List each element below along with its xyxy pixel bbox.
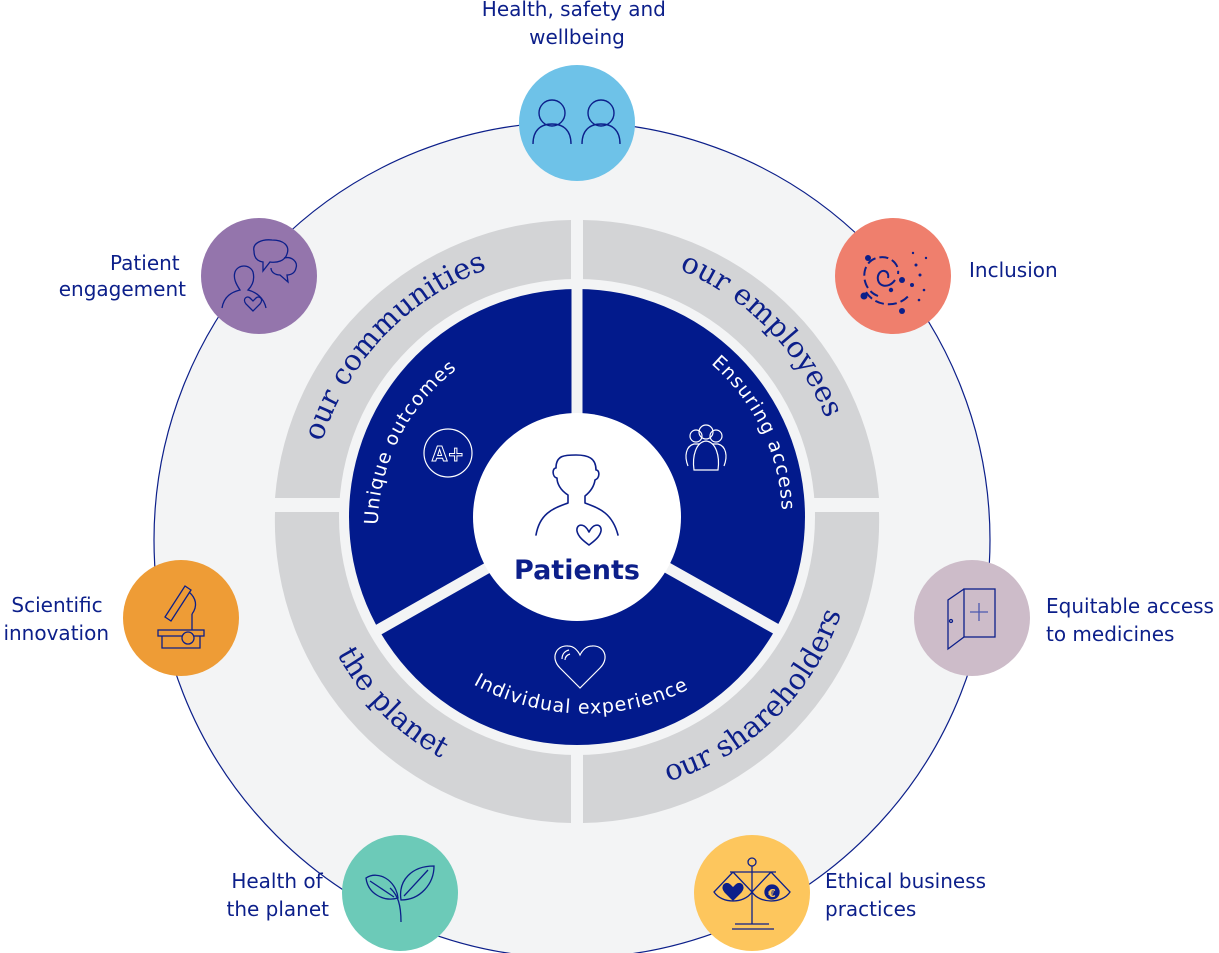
center-disc[interactable] <box>473 413 681 621</box>
spiral-constellation-icon <box>860 251 928 314</box>
patient-heart-icon <box>535 454 619 546</box>
pillar-label: Equitable access to medicines <box>1046 594 1219 646</box>
leaves-icon <box>365 865 435 923</box>
pillar-circle <box>123 560 239 676</box>
person-speech-bubbles-icon <box>221 239 298 312</box>
svg-text:€: € <box>767 887 776 900</box>
pillar-circle <box>835 218 951 334</box>
two-people-icon <box>532 99 621 145</box>
pillar-health-of-planet[interactable]: Health of the planet <box>226 835 458 951</box>
pillar-label: Health, safety and wellbeing <box>482 0 672 49</box>
pillar-patient-engagement[interactable]: Patient engagement <box>59 218 317 334</box>
pillar-circle <box>201 218 317 334</box>
pillar-label: Ethical business practices <box>825 869 992 921</box>
pillar-inclusion[interactable]: Inclusion <box>835 218 1058 334</box>
center-label: Patients <box>514 555 640 586</box>
pillar-ethical-business[interactable]: € Ethical business practices <box>694 835 992 951</box>
pillar-label: Patient engagement <box>59 251 186 301</box>
heart-icon <box>554 645 606 689</box>
pillar-circle <box>914 560 1030 676</box>
svg-text:A+: A+ <box>432 442 464 466</box>
open-door-plus-icon <box>947 588 996 651</box>
pillar-label: Scientific innovation <box>3 593 109 645</box>
pillar-label: Health of the planet <box>226 869 329 921</box>
microscope-icon <box>157 585 205 649</box>
a-plus-grade-icon: A+ <box>423 428 473 478</box>
balance-scale-icon: € <box>713 857 791 930</box>
group-people-icon <box>685 424 727 471</box>
pillar-health-safety-wellbeing[interactable]: Health, safety and wellbeing <box>482 0 672 181</box>
pillar-equitable-access[interactable]: Equitable access to medicines <box>914 560 1219 676</box>
pillar-label: Inclusion <box>969 258 1058 282</box>
pillar-circle <box>519 65 635 181</box>
pillar-scientific-innovation[interactable]: Scientific innovation <box>3 560 239 676</box>
